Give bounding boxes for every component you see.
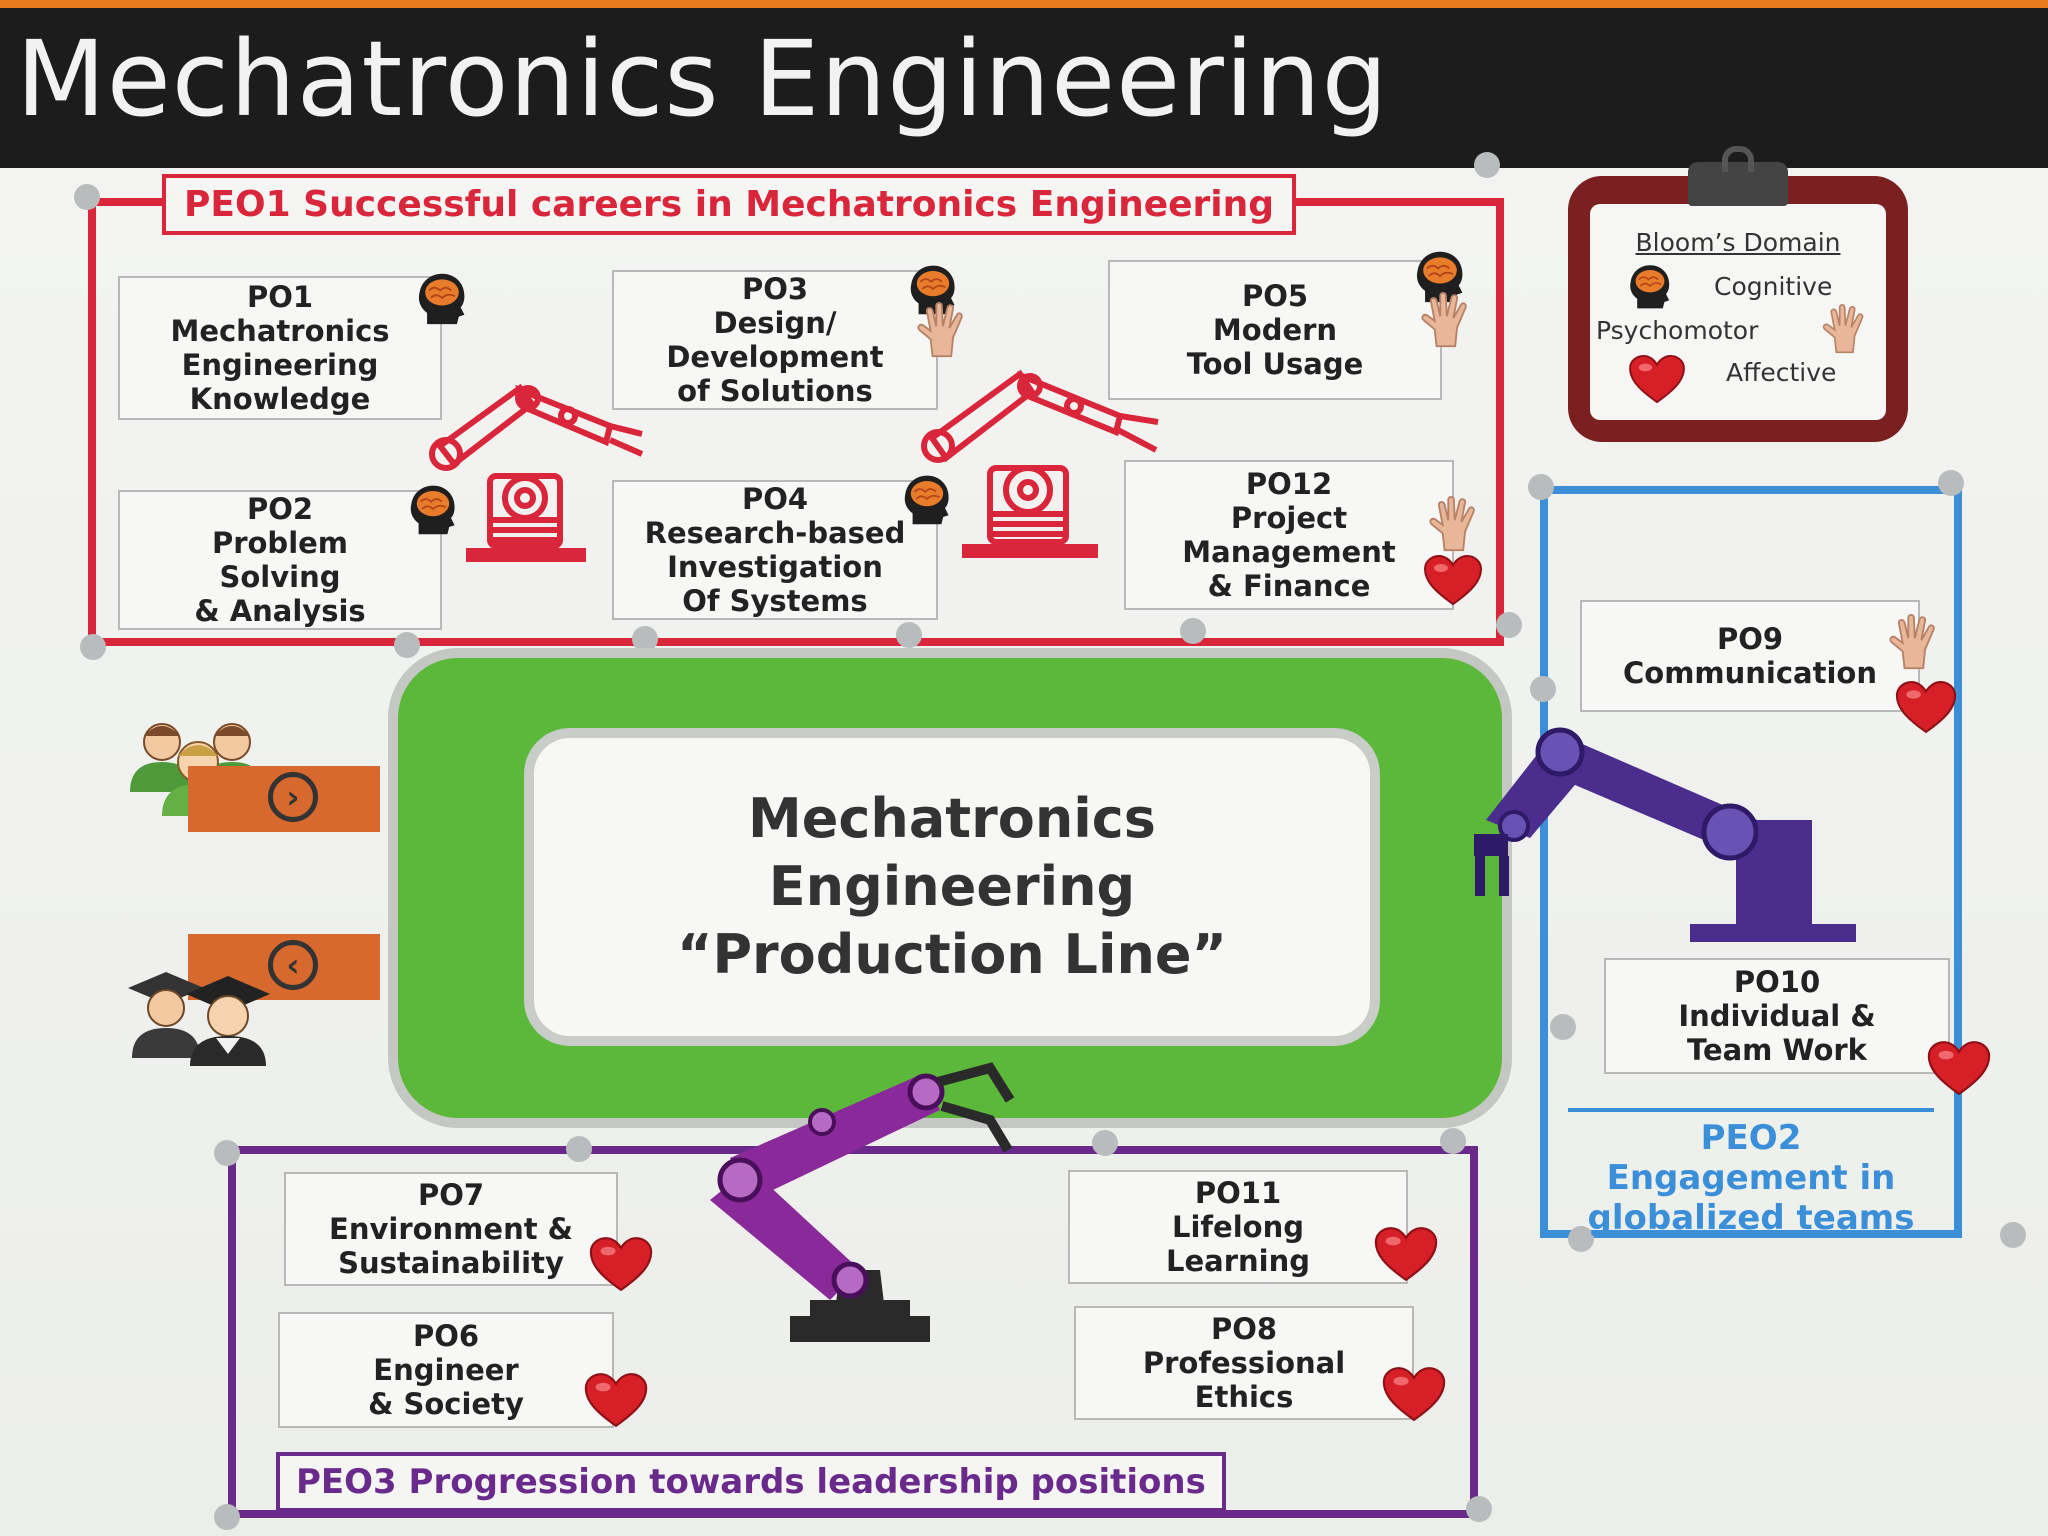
pin — [214, 1140, 240, 1166]
po11-label: PO11 Lifelong Learning — [1165, 1176, 1310, 1278]
pin — [1938, 470, 1964, 496]
heart-icon — [1894, 680, 1958, 734]
po4-label: PO4 Research-based Investigation Of Syst… — [644, 482, 906, 618]
po4-box: PO4 Research-based Investigation Of Syst… — [612, 480, 938, 620]
hand-icon — [1424, 496, 1480, 552]
po6-box: PO6 Engineer & Society — [278, 1312, 614, 1428]
pin — [1092, 1130, 1118, 1156]
legend-psychomotor: Psychomotor — [1596, 316, 1759, 345]
brain-head-icon — [414, 270, 470, 326]
graduates-icon — [128, 972, 270, 1066]
production-line-box: Mechatronics Engineering “Production Lin… — [524, 728, 1380, 1046]
pin — [394, 632, 420, 658]
pin — [1568, 1226, 1594, 1252]
legend-cognitive: Cognitive — [1714, 272, 1833, 301]
legend-affective: Affective — [1726, 358, 1837, 387]
po6-label: PO6 Engineer & Society — [368, 1319, 524, 1421]
po8-box: PO8 Professional Ethics — [1074, 1306, 1414, 1420]
heart-icon — [1372, 1226, 1440, 1282]
po11-box: PO11 Lifelong Learning — [1068, 1170, 1408, 1284]
chevron-right-icon: › — [268, 772, 318, 822]
po8-label: PO8 Professional Ethics — [1142, 1312, 1346, 1414]
peo2-frame — [1540, 486, 1962, 1238]
brain-head-icon — [1626, 262, 1674, 310]
pin — [80, 634, 106, 660]
po2-label: PO2 Problem Solving & Analysis — [194, 492, 366, 628]
pin — [896, 622, 922, 648]
page-title: Mechatronics Engineering — [16, 18, 1389, 140]
heart-icon — [1926, 1040, 1992, 1096]
peo1-label: PEO1 Successful careers in Mechatronics … — [162, 174, 1297, 235]
heart-icon — [582, 1372, 650, 1428]
robot-arm-icon — [921, 369, 1159, 558]
pin — [566, 1136, 592, 1162]
hand-icon — [912, 302, 968, 358]
po10-box: PO10 Individual & Team Work — [1604, 958, 1950, 1074]
pin — [1530, 676, 1556, 702]
po1-label: PO1 Mechatronics Engineering Knowledge — [170, 280, 390, 416]
clipboard-clip-icon — [1688, 146, 1788, 206]
pin — [214, 1504, 240, 1530]
po12-box: PO12 Project Management & Finance — [1124, 460, 1454, 610]
po7-box: PO7 Environment & Sustainability — [284, 1172, 618, 1286]
pin — [1180, 618, 1206, 644]
pin — [74, 184, 100, 210]
po5-box: PO5 Modern Tool Usage — [1108, 260, 1442, 400]
robot-arm-icon — [429, 383, 644, 562]
po9-label: PO9 Communication — [1622, 622, 1877, 690]
po12-label: PO12 Project Management & Finance — [1182, 467, 1396, 603]
production-line-label: Mechatronics Engineering “Production Lin… — [676, 787, 1228, 986]
output-arrow: ‹ — [188, 934, 380, 1000]
pin — [632, 626, 658, 652]
po3-box: PO3 Design/ Development of Solutions — [612, 270, 938, 410]
pin — [1474, 152, 1500, 178]
pin — [1496, 612, 1522, 638]
po5-label: PO5 Modern Tool Usage — [1186, 279, 1364, 381]
po2-box: PO2 Problem Solving & Analysis — [118, 490, 442, 630]
po9-box: PO9 Communication — [1580, 600, 1920, 712]
heart-icon — [1380, 1366, 1448, 1422]
header-accent-strip — [0, 0, 2048, 8]
po3-label: PO3 Design/ Development of Solutions — [666, 272, 884, 408]
robot-arm-icon — [710, 1062, 1015, 1342]
pin — [1550, 1014, 1576, 1040]
peo2-label: PEO2 Engagement in globalized teams — [1568, 1108, 1934, 1238]
robot-arm-icon — [1474, 727, 1856, 942]
pin — [1440, 1128, 1466, 1154]
header-bar: Mechatronics Engineering — [0, 0, 2048, 168]
peo3-label: PEO3 Progression towards leadership posi… — [276, 1452, 1226, 1512]
heart-icon — [1422, 554, 1484, 606]
pin — [2000, 1222, 2026, 1248]
po7-label: PO7 Environment & Sustainability — [329, 1178, 573, 1280]
input-arrow: › — [188, 766, 380, 832]
hand-icon — [1884, 614, 1940, 670]
hand-icon — [1416, 292, 1472, 348]
po10-label: PO10 Individual & Team Work — [1678, 965, 1876, 1067]
pin — [1466, 1496, 1492, 1522]
chevron-left-icon: ‹ — [268, 940, 318, 990]
heart-icon — [588, 1236, 654, 1292]
legend-title: Bloom’s Domain — [1635, 228, 1841, 257]
blooms-domain-legend: Bloom’s Domain Cognitive Psychomotor Aff… — [1568, 146, 1908, 442]
heart-icon — [1626, 354, 1688, 404]
po1-box: PO1 Mechatronics Engineering Knowledge — [118, 276, 442, 420]
pin — [1528, 474, 1554, 500]
hand-icon — [1818, 304, 1868, 354]
